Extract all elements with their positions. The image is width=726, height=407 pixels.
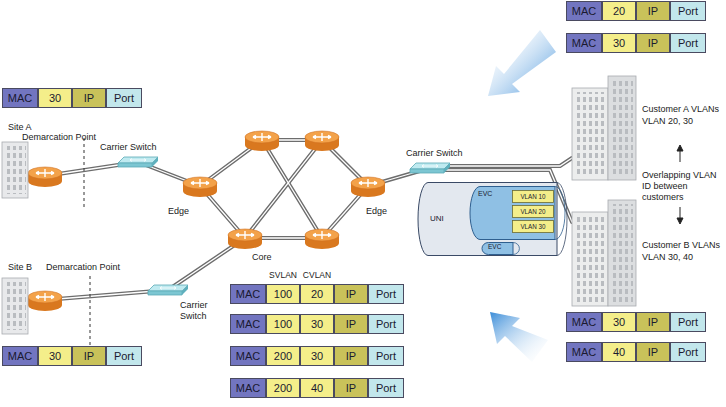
frame-field: 30 (38, 346, 72, 366)
node-label: VLAN 30 (512, 220, 554, 233)
frame-field: 200 (266, 378, 300, 398)
frame-field: 20 (602, 1, 636, 21)
node-label: EVC (478, 189, 492, 198)
frame-field: 30 (602, 312, 636, 332)
frame-field: 100 (266, 284, 300, 304)
column-header: CVLAN (300, 270, 334, 281)
frame-field: 100 (266, 314, 300, 334)
node-label: VLAN 10 (512, 190, 554, 203)
frame-field: IP (334, 314, 368, 334)
vlan-box: VLAN 30 (512, 220, 554, 233)
text-label: Carrier Switch (406, 148, 463, 159)
frame-field: IP (334, 378, 368, 398)
text-label: Core (252, 252, 272, 263)
frame-field: 30 (300, 346, 334, 366)
frame-field: Port (106, 346, 142, 366)
frame-field: 40 (602, 342, 636, 362)
text-label: Edge (168, 206, 189, 217)
frame-field: IP (636, 33, 670, 53)
frame-field: Port (670, 33, 706, 53)
frame-field: 30 (38, 88, 72, 108)
frame-field: 20 (300, 284, 334, 304)
frame-field: IP (72, 346, 106, 366)
text-label: Demarcation Point (22, 132, 96, 143)
frame-field: Port (368, 314, 404, 334)
vlan-box: VLAN 10 (512, 190, 554, 203)
frame-field: 30 (602, 33, 636, 53)
frame-field: Port (106, 88, 142, 108)
text-label: Site A (8, 122, 32, 133)
frame-field: MAC (230, 378, 266, 398)
frame-field: IP (72, 88, 106, 108)
text-label: Edge (366, 206, 387, 217)
frame-field: IP (334, 284, 368, 304)
text-label: Carrier Switch (100, 142, 157, 153)
text-label: VLAN 20, 30 (642, 116, 693, 127)
frame-field: Port (670, 1, 706, 21)
text-label: Customer A VLANs (642, 104, 719, 115)
frame-field: MAC (566, 1, 602, 21)
node-label: UNI (430, 214, 444, 224)
node-label: VLAN 20 (512, 205, 554, 218)
frame-field: IP (636, 1, 670, 21)
frame-field: Port (368, 284, 404, 304)
frame-field: Port (368, 346, 404, 366)
frame-field: Port (368, 378, 404, 398)
frame-field: MAC (566, 312, 602, 332)
frame-field: 200 (266, 346, 300, 366)
vlan-box: VLAN 20 (512, 205, 554, 218)
column-header: SVLAN (266, 270, 300, 281)
frame-field: 40 (300, 378, 334, 398)
text-label: Demarcation Point (46, 262, 120, 273)
text-label: Carrier Switch (180, 300, 220, 322)
frame-field: MAC (230, 284, 266, 304)
text-label: Site B (8, 262, 32, 273)
frame-field: IP (636, 312, 670, 332)
frame-field: MAC (566, 342, 602, 362)
frame-field: IP (334, 346, 368, 366)
interface-cylinder: UNI EVC VLAN 10 VLAN 20 VLAN 30 EVC (418, 182, 558, 256)
frame-field: Port (670, 312, 706, 332)
text-label: Customer B VLANs (642, 240, 720, 251)
frame-field: MAC (2, 88, 38, 108)
frame-field: MAC (566, 33, 602, 53)
frame-field: Port (670, 342, 706, 362)
node-label: EVC (488, 243, 501, 252)
interface-cylinder: EVC (482, 242, 514, 255)
frame-field: IP (636, 342, 670, 362)
text-label: Overlapping VLAN ID between customers (642, 170, 724, 203)
frame-field: MAC (2, 346, 38, 366)
frame-field: MAC (230, 346, 266, 366)
text-label: VLAN 30, 40 (642, 252, 693, 263)
frame-field: MAC (230, 314, 266, 334)
interface-cylinder: EVC VLAN 10 VLAN 20 VLAN 30 (470, 186, 556, 240)
frame-field: 30 (300, 314, 334, 334)
